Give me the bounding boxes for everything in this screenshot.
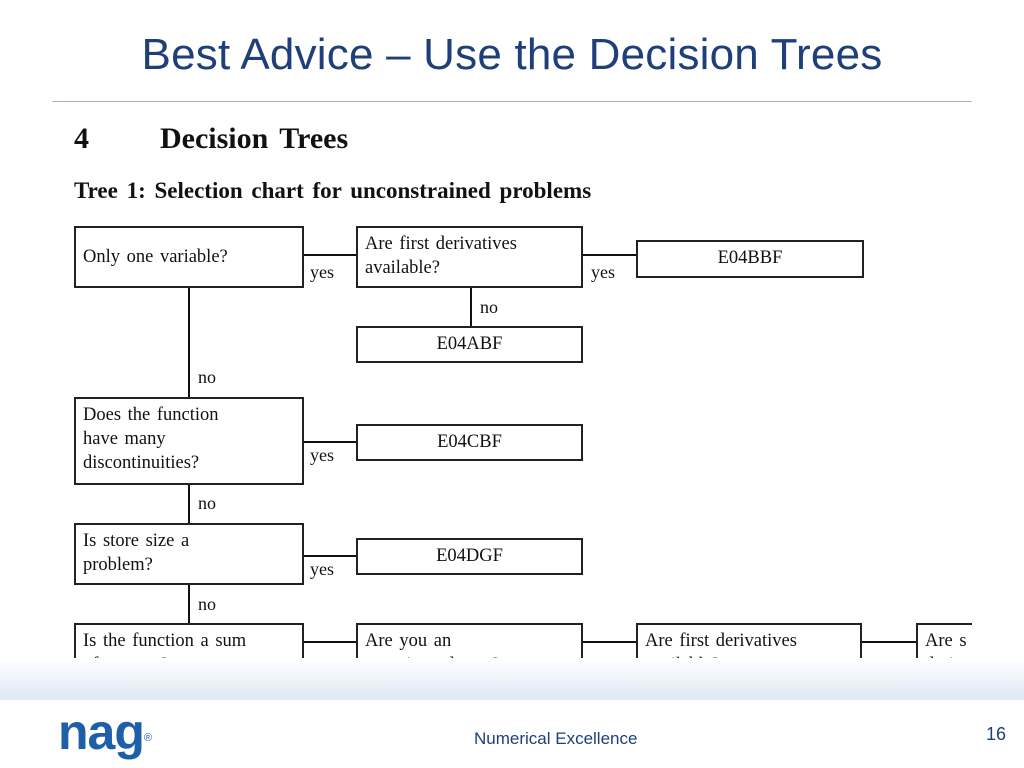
- result-node-e04abf: E04ABF: [356, 326, 583, 363]
- edge-label-no: no: [198, 493, 216, 513]
- question-node-one-variable: Only one variable?: [74, 226, 304, 288]
- edge-label-no: no: [198, 594, 216, 614]
- page-number: 16: [986, 724, 1007, 744]
- result-node-e04bbf: E04BBF: [636, 240, 864, 278]
- connector-line: [188, 484, 190, 523]
- nag-logo: nag®: [58, 704, 153, 760]
- section-title: Decision Trees: [160, 122, 349, 155]
- edge-label-yes: yes: [310, 559, 334, 579]
- edge-label-no: no: [198, 367, 216, 387]
- question-node-first-derivatives: Are first derivatives available?: [356, 226, 583, 288]
- connector-line: [583, 254, 636, 256]
- edge-label-yes: yes: [310, 262, 334, 282]
- edge-label-yes: yes: [591, 262, 615, 282]
- footer-band: [0, 658, 1024, 700]
- question-node-discontinuities: Does the function have many discontinuit…: [74, 397, 304, 485]
- result-node-e04cbf: E04CBF: [356, 424, 583, 461]
- tree-title: Tree 1: Selection chart for unconstraine…: [74, 178, 592, 203]
- connector-line: [304, 441, 356, 443]
- connector-line: [304, 555, 356, 557]
- footer-tagline: Numerical Excellence: [474, 729, 638, 748]
- connector-line: [304, 641, 356, 643]
- connector-line: [304, 254, 356, 256]
- connector-line: [470, 287, 472, 326]
- connector-line: [583, 641, 636, 643]
- section-number: 4: [74, 122, 89, 155]
- connector-line: [188, 287, 190, 398]
- connector-line: [862, 641, 916, 643]
- question-node-first-derivatives-2: Are first derivatives available?: [636, 623, 862, 685]
- question-node-store-size: Is store size a problem?: [74, 523, 304, 585]
- edge-label-yes: yes: [310, 445, 334, 465]
- edge-label-no: no: [480, 297, 498, 317]
- slide-title: Best Advice – Use the Decision Trees: [141, 30, 883, 79]
- title-divider: [52, 101, 972, 102]
- result-node-e04dgf: E04DGF: [356, 538, 583, 575]
- decision-tree-figure: 4 Decision Trees Tree 1: Selection chart…: [52, 108, 972, 696]
- connector-line: [188, 585, 190, 624]
